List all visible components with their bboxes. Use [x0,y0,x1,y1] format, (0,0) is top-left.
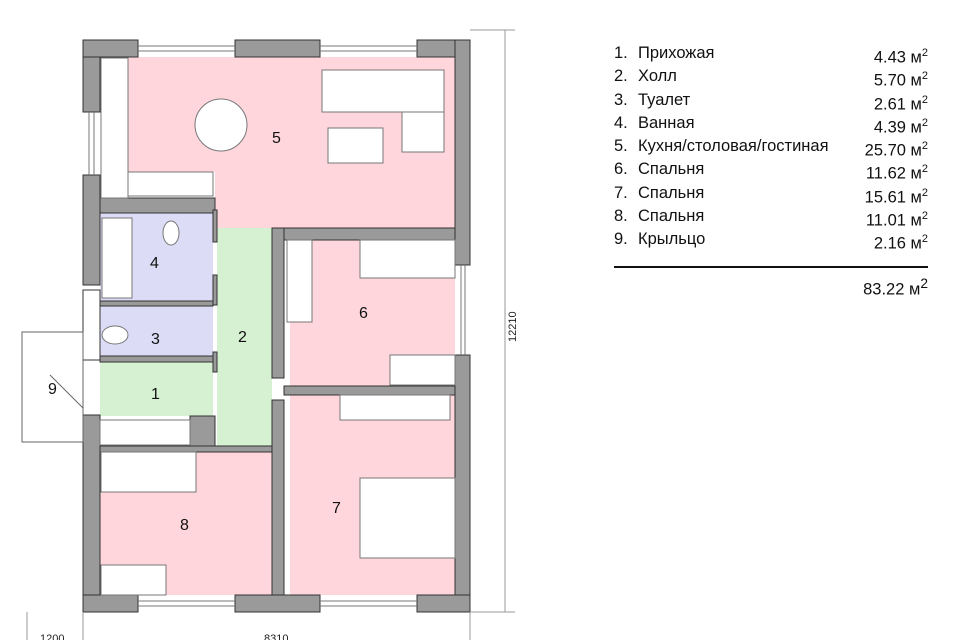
row-number: 3. [614,90,628,109]
room-name: Туалет [638,90,691,109]
room-name: Крыльцо [638,230,706,249]
room-area: 4.43 [873,48,906,67]
unit: м [909,280,921,299]
row-number: 9. [614,230,628,249]
unit-exp: 2 [921,186,928,199]
unit-exp: 2 [921,93,928,106]
unit-exp: 2 [921,140,928,153]
unit: м [910,95,922,114]
room-1-fill [100,362,213,416]
room-label-4: 4 [150,255,159,272]
unit: м [910,188,922,207]
row-number: 1. [614,44,628,62]
total-area: 83.22 м2 [614,276,928,300]
legend-row: 6. Спальня 11.62 м2 [614,158,928,183]
windows [88,45,466,607]
bed-8 [100,451,197,493]
toilet-4 [162,220,180,246]
room-area: 2.61 [873,95,906,114]
wardrobe-1 [99,419,191,446]
toilet-3 [101,325,129,345]
coffee-table [327,127,384,164]
unit-exp: 2 [921,47,928,59]
sofa [321,69,445,113]
room-name: Холл [638,67,677,86]
unit: м [910,164,922,183]
dining-table [194,98,248,152]
room-label-1: 1 [151,386,160,403]
room-area: 11.01 [865,211,906,230]
porch [21,331,84,443]
unit-exp: 2 [921,163,928,176]
sofa-corner [401,111,445,153]
row-number: 7. [614,183,628,202]
room-2-fill [217,228,272,450]
unit: м [910,71,922,90]
dimension-height: 12210 [507,311,519,342]
unit-exp: 2 [920,275,928,291]
room-label-8: 8 [180,517,189,534]
room-name: Спальня [638,207,705,226]
bed-7 [359,477,456,559]
room-label-3: 3 [151,331,160,348]
legend-row: 5. Кухня/столовая/гостиная 25.70 м2 [614,135,928,160]
unit: м [910,234,922,253]
row-number: 5. [614,137,628,156]
legend-row: 3. Туалет 2.61 м2 [614,89,928,114]
room-area: 15.61 [864,188,906,207]
wardrobe-7 [339,394,451,421]
furniture [99,57,456,596]
dimension-width: 8310 [264,633,288,640]
row-number: 4. [614,113,628,132]
room-area: 5.70 [873,71,906,90]
room-name: Кухня/столовая/гостиная [638,137,829,156]
walls [82,39,471,613]
room-name: Спальня [638,160,705,179]
legend-row: 2. Холл 5.70 м2 [614,65,928,90]
total-divider [614,265,928,268]
legend-row: 9. Крыльцо 2.16 м2 [614,228,928,253]
room-5-fill-lower [215,172,455,228]
stove [127,171,214,197]
legend-row: 8. Спальня 11.01 м2 [614,205,928,230]
unit-exp: 2 [921,70,928,83]
room-name: Прихожая [638,44,715,62]
unit-exp: 2 [921,210,928,223]
room-area: 25.70 [864,141,906,160]
room-name: Спальня [638,183,705,202]
legend-row: 1. Прихожая 4.43 м2 [614,42,928,67]
unit: м [910,48,922,67]
dimension-porch: 1200 [40,633,64,640]
room-area: 2.16 [873,234,906,253]
room-area: 4.39 [873,118,906,137]
row-number: 8. [614,207,628,226]
unit-exp: 2 [921,116,928,129]
unit: м [910,118,922,137]
room-area: 11.62 [865,164,906,183]
legend-row: 7. Спальня 15.61 м2 [614,182,928,207]
room-label-5: 5 [272,130,281,147]
legend-row: 4. Ванная 4.39 м2 [614,112,928,137]
room-fills [100,57,455,595]
unit: м [910,141,922,160]
bathtub [101,217,133,299]
total-value: 83.22 [863,280,905,299]
unit-exp: 2 [921,233,928,246]
desk-6 [389,354,456,386]
desk-8 [100,564,167,596]
room-label-9: 9 [48,381,57,398]
dimension-lines [26,29,515,640]
room-name: Ванная [638,113,695,132]
bed-6 [359,239,456,279]
kitchen-counter [100,57,129,199]
room-label-2: 2 [238,329,247,346]
room-label-7: 7 [332,500,341,517]
row-number: 6. [614,160,628,179]
room-label-6: 6 [359,305,368,322]
wardrobe-6 [286,239,313,323]
row-number: 2. [614,67,628,86]
unit: м [910,211,922,230]
